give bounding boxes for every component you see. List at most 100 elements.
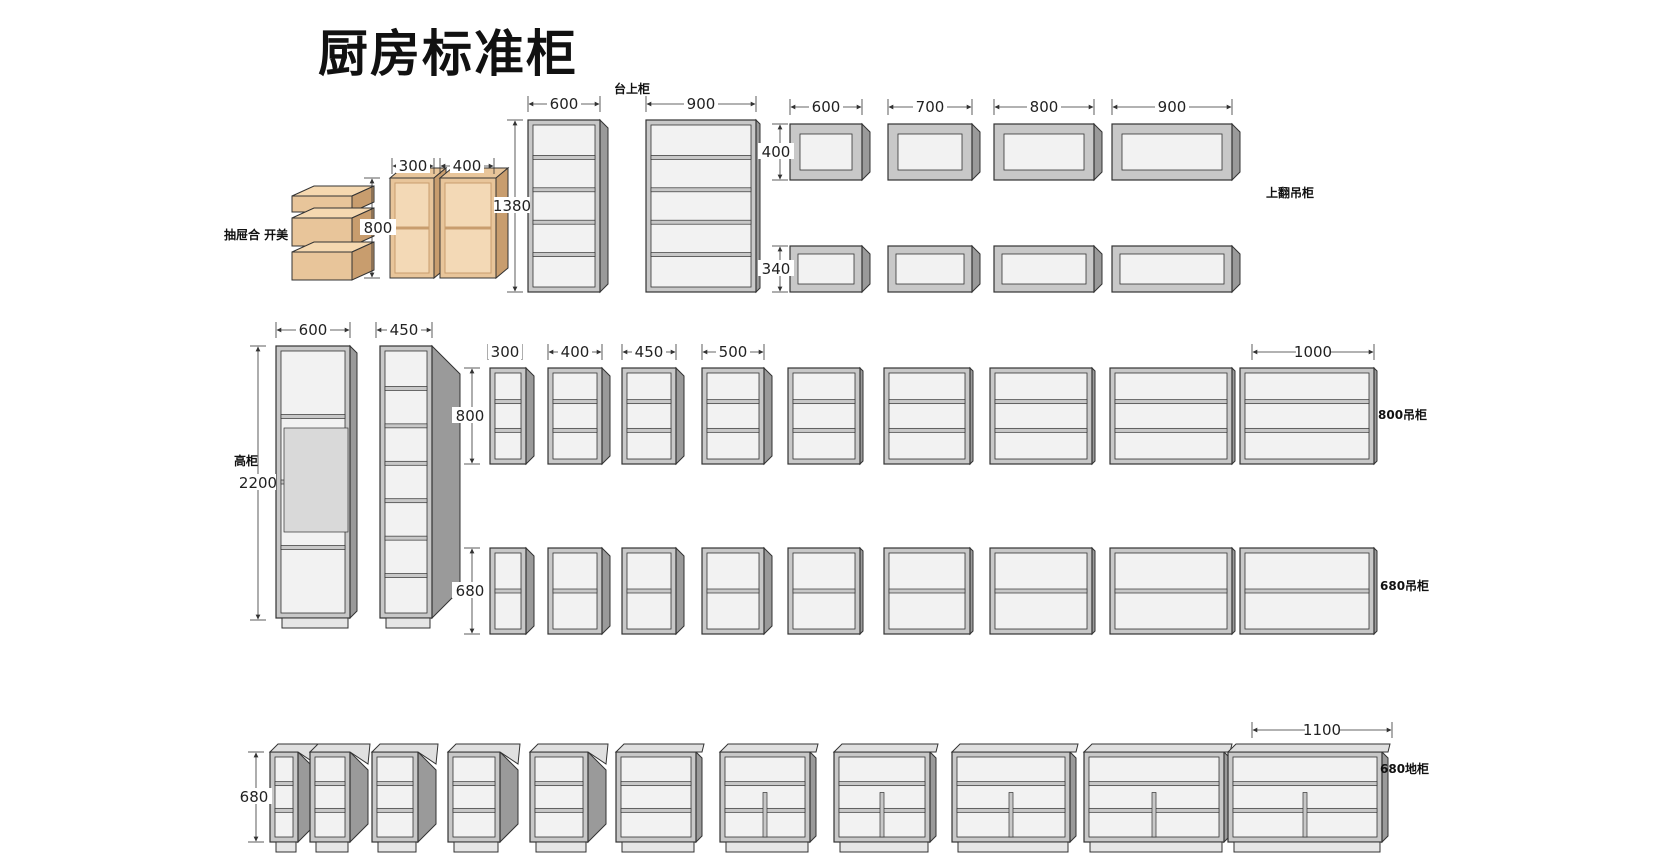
tall-cabinet-450 bbox=[379, 344, 461, 629]
wall-800-cabinet-9 bbox=[1239, 366, 1378, 466]
dim-flip-700: 700 bbox=[887, 98, 973, 116]
dim-680-wall-text: 680 bbox=[456, 582, 485, 600]
flip-wall-cabinet-lower-900 bbox=[1111, 244, 1241, 294]
dim-2200-text: 2200 bbox=[239, 474, 277, 492]
dim-450-tall-text: 450 bbox=[390, 321, 419, 339]
label-drawer-open: 抽屉合 开美 bbox=[224, 228, 289, 242]
wood-cabinet-300 bbox=[388, 166, 448, 280]
dim-flip-900: 900 bbox=[1111, 98, 1233, 116]
dim-500-wall: 500 bbox=[701, 343, 765, 361]
base-680-cabinet-1 bbox=[268, 743, 319, 853]
wall-800-cabinet-6 bbox=[883, 366, 974, 466]
dim-450-wall: 450 bbox=[621, 343, 677, 361]
flip-wall-cabinet-lower-800 bbox=[993, 244, 1103, 294]
flip-wall-cabinet-upper-800 bbox=[993, 122, 1103, 182]
dim-800-wood-text: 800 bbox=[364, 219, 393, 237]
dim-800-wall-text: 800 bbox=[456, 407, 485, 425]
wall-800-cabinet-2 bbox=[547, 366, 611, 466]
dim-400-flip: 400 bbox=[758, 123, 794, 181]
label-countertop: 台上柜 bbox=[614, 82, 651, 96]
base-680-cabinet-4 bbox=[446, 743, 521, 853]
wall-800-cabinet-3 bbox=[621, 366, 685, 466]
dim-400-flip-text: 400 bbox=[762, 143, 791, 161]
dim-400-wall-text: 400 bbox=[561, 343, 590, 361]
dim-flip-600: 600 bbox=[789, 98, 863, 116]
dim-340-flip: 340 bbox=[758, 245, 794, 293]
page-title: 厨房标准柜 bbox=[318, 25, 578, 83]
dim-600-tall: 600 bbox=[275, 321, 351, 339]
wall-800-cabinet-1 bbox=[489, 366, 535, 466]
base-680-cabinet-5 bbox=[528, 743, 609, 853]
dim-1000-wall-text: 1000 bbox=[1294, 343, 1332, 361]
dim-300-wood-text: 300 bbox=[399, 157, 428, 175]
wall-800-cabinet-7 bbox=[989, 366, 1096, 466]
drawer-tray-bottom bbox=[291, 241, 375, 281]
dim-300-wood: 300 bbox=[391, 157, 435, 175]
dim-680-wall: 680 bbox=[452, 547, 488, 635]
dim-500-wall-text: 500 bbox=[719, 343, 748, 361]
base-680-cabinet-11 bbox=[1226, 743, 1391, 853]
dim-600-countertop-text: 600 bbox=[550, 95, 579, 113]
countertop-cabinet-600 bbox=[527, 118, 609, 294]
dim-400-wall: 400 bbox=[547, 343, 603, 361]
dim-800-wood: 800 bbox=[360, 177, 396, 279]
flip-wall-cabinet-upper-900 bbox=[1111, 122, 1241, 182]
dim-flip-800: 800 bbox=[993, 98, 1095, 116]
flip-wall-cabinet-upper-700 bbox=[887, 122, 981, 182]
dim-flip-800-text: 800 bbox=[1030, 98, 1059, 116]
dim-600-tall-text: 600 bbox=[299, 321, 328, 339]
wall-800-cabinet-5 bbox=[787, 366, 864, 466]
base-680-cabinet-3 bbox=[370, 743, 439, 853]
label-tall-cabinet: 高柜 bbox=[234, 454, 259, 468]
base-680-cabinet-2 bbox=[308, 743, 371, 853]
dim-1100-base-text: 1100 bbox=[1303, 721, 1341, 739]
wall-680-cabinet-5 bbox=[787, 546, 864, 636]
label-680-base-cabinet: 680地柜 bbox=[1380, 762, 1430, 776]
flip-wall-cabinet-lower-700 bbox=[887, 244, 981, 294]
dim-600-countertop: 600 bbox=[527, 95, 601, 113]
base-680-cabinet-9 bbox=[950, 743, 1079, 853]
dim-340-flip-text: 340 bbox=[762, 260, 791, 278]
dim-450-tall: 450 bbox=[375, 321, 433, 339]
dim-800-wall: 800 bbox=[452, 367, 488, 465]
wall-680-cabinet-8 bbox=[1109, 546, 1236, 636]
dim-900-countertop-text: 900 bbox=[687, 95, 716, 113]
tall-cabinet-600-door bbox=[283, 427, 349, 533]
dim-1380: 1380 bbox=[493, 119, 531, 293]
base-680-cabinet-7 bbox=[718, 743, 819, 853]
wall-680-cabinet-6 bbox=[883, 546, 974, 636]
countertop-cabinet-900 bbox=[645, 118, 761, 294]
dim-680-base-text: 680 bbox=[240, 788, 269, 806]
wall-680-cabinet-3 bbox=[621, 546, 685, 636]
wall-800-cabinet-4 bbox=[701, 366, 773, 466]
dim-2200: 2200 bbox=[239, 345, 277, 621]
wall-680-cabinet-2 bbox=[547, 546, 611, 636]
base-680-cabinet-10 bbox=[1082, 743, 1233, 853]
flip-wall-cabinet-lower-600 bbox=[789, 244, 871, 294]
dim-400-wood: 400 bbox=[439, 157, 495, 175]
dim-flip-900-text: 900 bbox=[1158, 98, 1187, 116]
dim-1000-wall: 1000 bbox=[1251, 343, 1375, 361]
dim-flip-600-text: 600 bbox=[812, 98, 841, 116]
wall-680-cabinet-1 bbox=[489, 546, 535, 636]
dim-300-wall: 300 bbox=[487, 343, 523, 361]
dim-1100-base: 1100 bbox=[1251, 721, 1393, 739]
dim-680-base: 680 bbox=[236, 751, 272, 843]
label-680-wall-cabinet: 680吊柜 bbox=[1380, 579, 1430, 593]
dim-flip-700-text: 700 bbox=[916, 98, 945, 116]
wood-cabinet-400 bbox=[438, 166, 510, 280]
label-flip-wall-cabinet: 上翻吊柜 bbox=[1266, 186, 1315, 200]
dim-400-wood-text: 400 bbox=[453, 157, 482, 175]
dim-900-countertop: 900 bbox=[645, 95, 757, 113]
dim-300-wall-text: 300 bbox=[491, 343, 520, 361]
wall-680-cabinet-9 bbox=[1239, 546, 1378, 636]
wall-680-cabinet-4 bbox=[701, 546, 773, 636]
wall-680-cabinet-7 bbox=[989, 546, 1096, 636]
label-800-wall-cabinet: 800吊柜 bbox=[1378, 408, 1428, 422]
dim-1380-text: 1380 bbox=[493, 197, 531, 215]
base-680-cabinet-6 bbox=[614, 743, 705, 853]
flip-wall-cabinet-upper-600 bbox=[789, 122, 871, 182]
base-680-cabinet-8 bbox=[832, 743, 939, 853]
